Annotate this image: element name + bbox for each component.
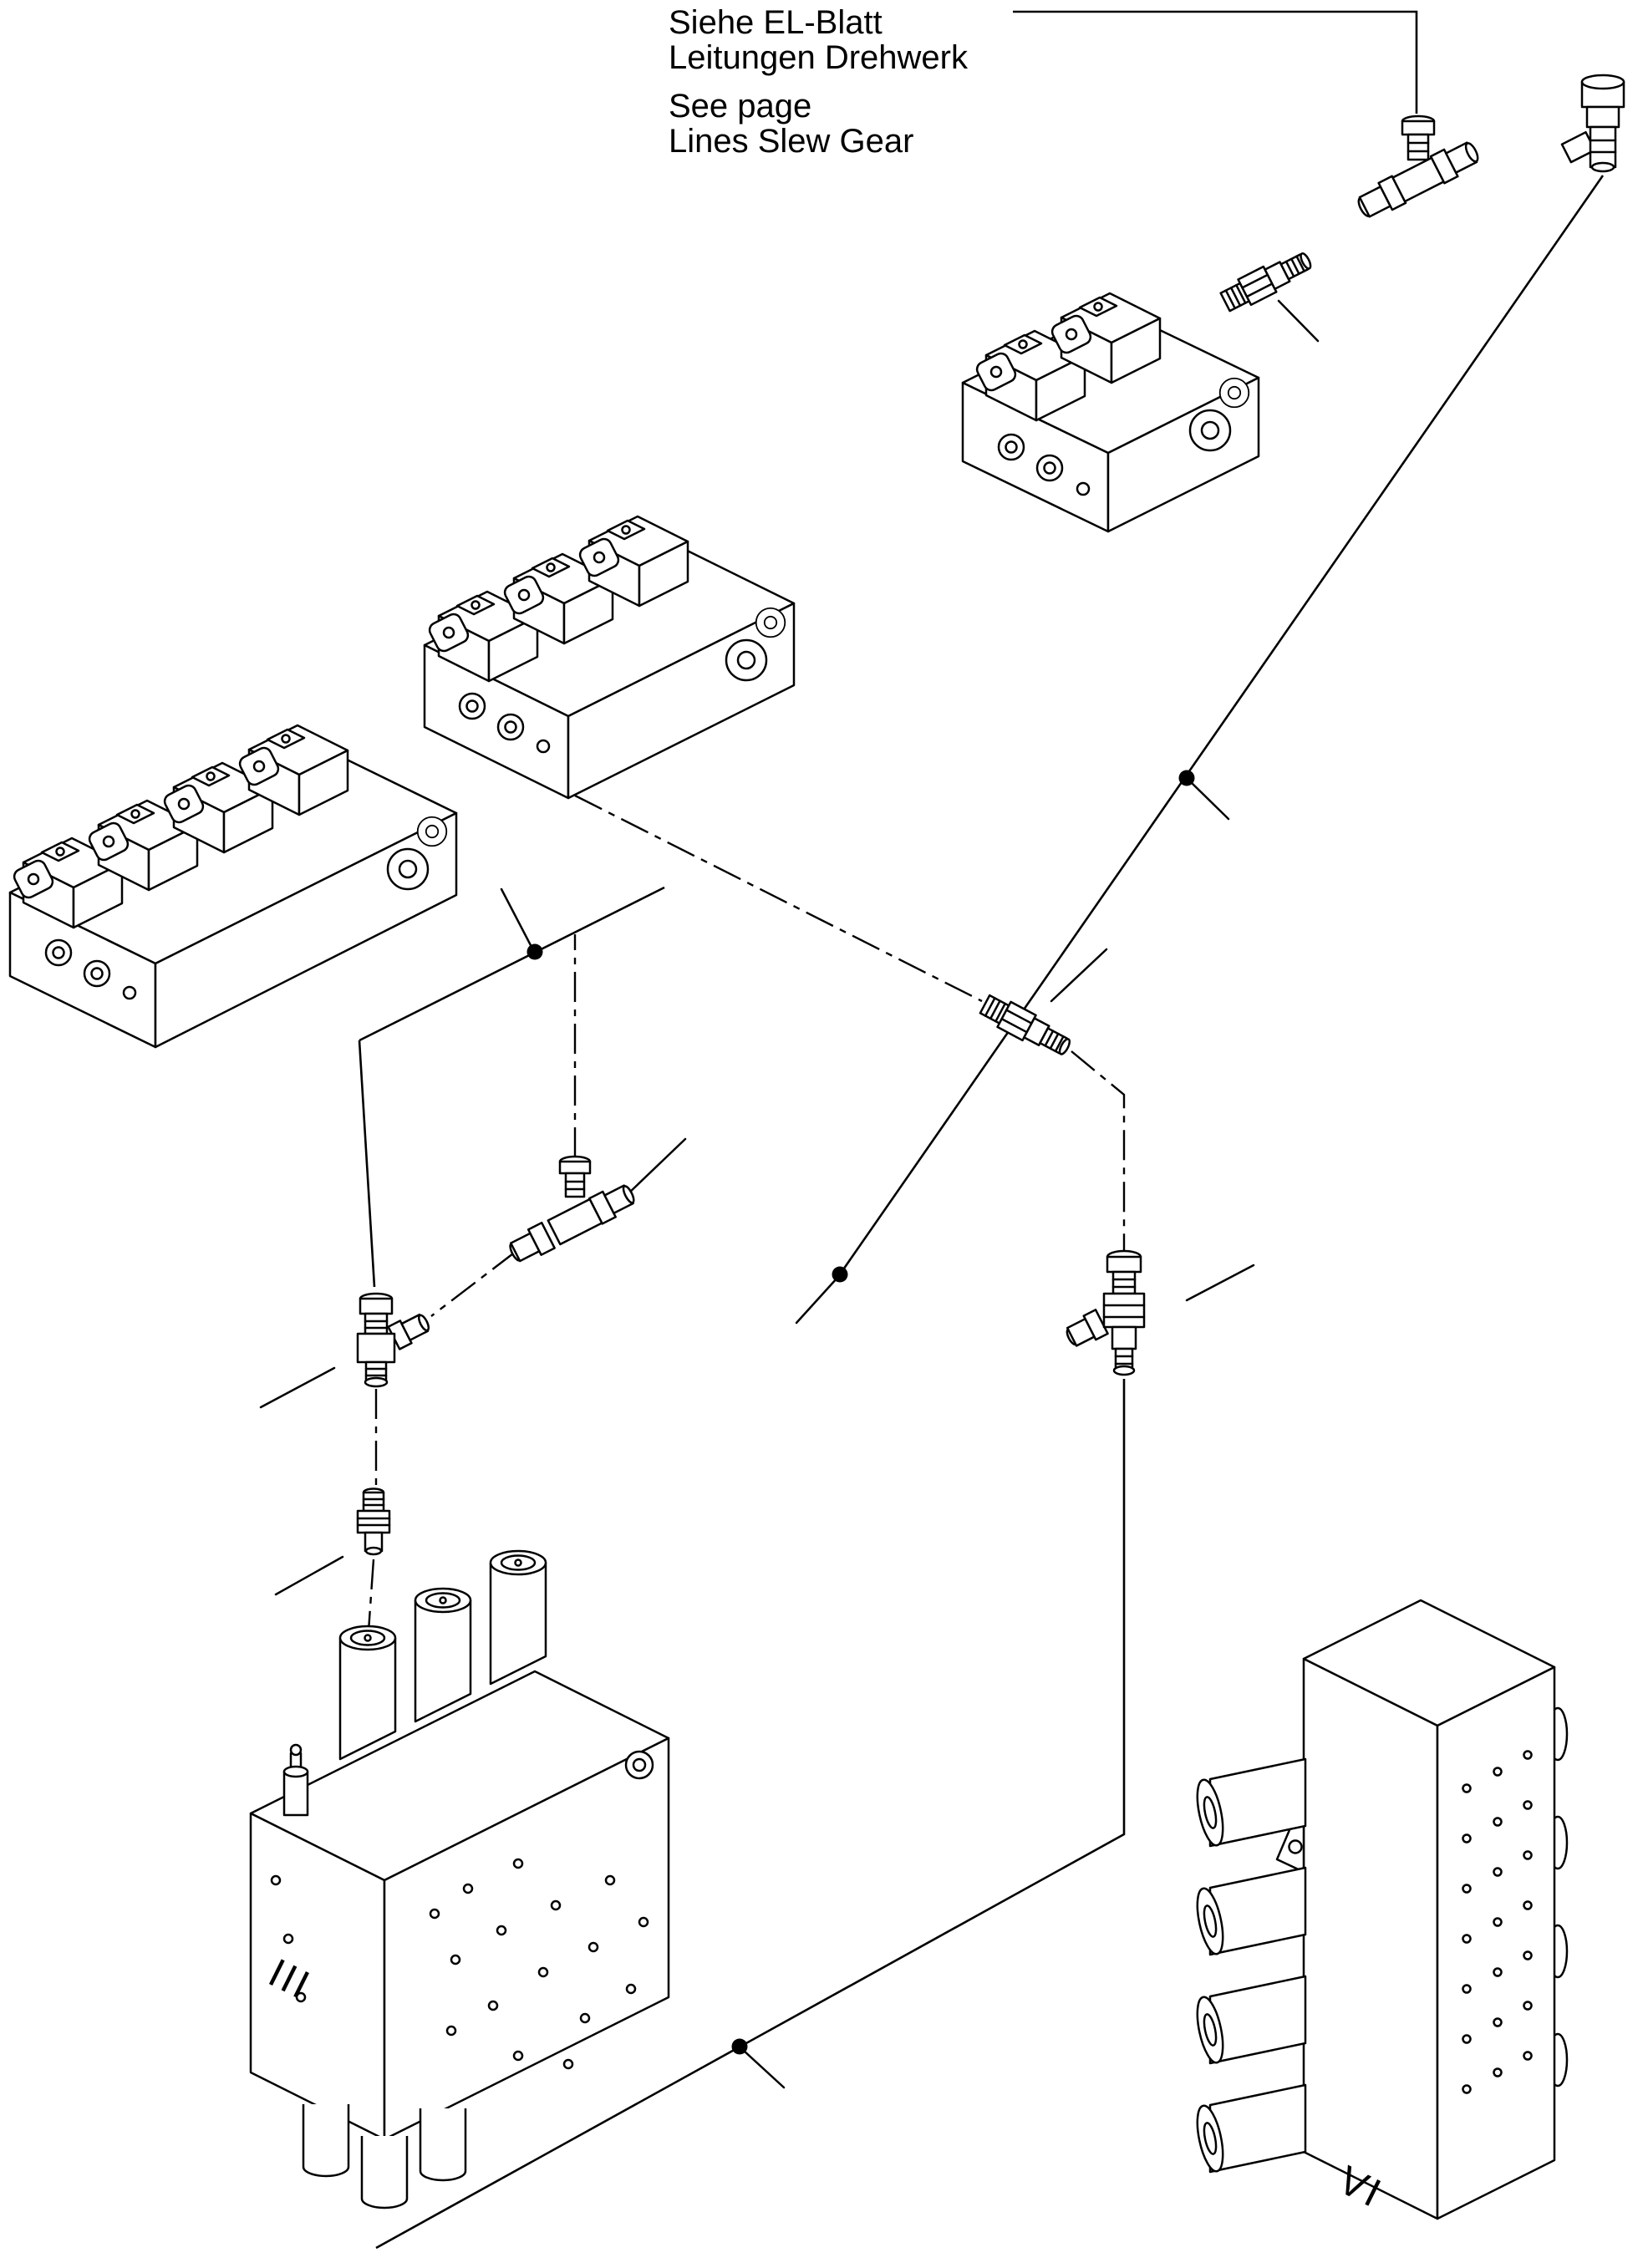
leader-line	[795, 1276, 839, 1325]
junction-markers	[259, 299, 1320, 2089]
annotation-en-line2: Lines Slew Gear	[669, 123, 913, 160]
straight-fitting-left	[356, 1487, 391, 1556]
hose-line-left-diagonal	[359, 886, 665, 1042]
annotation-leader-line	[1013, 10, 1418, 114]
centerline-fitting-to-tee-right	[1071, 1050, 1126, 1250]
leader-line-tee-center	[625, 1137, 687, 1197]
valve-spool-cylinder	[1196, 2083, 1307, 2174]
hydraulic-port	[1035, 454, 1064, 482]
hydraulic-port	[997, 433, 1025, 461]
centerline-assembly-to-fitting	[574, 794, 983, 1003]
hydraulic-port	[496, 713, 525, 741]
leader-line-fitting-center	[1050, 948, 1108, 1003]
valve-spool-cylinder	[1196, 1975, 1307, 2065]
bottom-port-stub	[302, 2104, 467, 2210]
tee-fitting-left	[356, 1292, 430, 1388]
tee-fitting-right	[1066, 1249, 1146, 1376]
straight-fitting-top	[1218, 246, 1316, 316]
hose-line-bottom-run	[375, 1379, 1126, 2250]
hose-lines	[358, 10, 1605, 2250]
leader-line-fitting-top	[1277, 299, 1320, 343]
hose-line-left-drop	[358, 1040, 376, 1288]
tee-fitting-top	[1357, 114, 1479, 218]
elbow-fitting-top-right	[1560, 74, 1625, 173]
hose-junction-dot	[526, 943, 543, 960]
valve-spool-cylinder	[1196, 1757, 1307, 1848]
hydraulic-port	[458, 692, 486, 720]
leader-line-tee-right	[1185, 1264, 1255, 1302]
leader-line-tee-left	[259, 1366, 336, 1409]
hydraulic-port	[83, 959, 111, 988]
centerline-tee-center-to-tee-left	[430, 1250, 517, 1317]
solenoid-valve-assembly-2-gang	[961, 292, 1260, 533]
tee-fitting-center	[509, 1155, 635, 1263]
leader-line	[1188, 780, 1230, 821]
leader-line	[741, 2048, 786, 2089]
hydraulic-port	[44, 938, 73, 967]
pilot-valve-cylinder	[414, 1587, 472, 1723]
annotation-en-line1: See page	[669, 88, 811, 125]
solenoid-valve-assembly-3-gang	[423, 515, 796, 800]
leader-line-fitting-left	[274, 1555, 344, 1596]
solenoid-valve-assembly-4-gang	[8, 724, 458, 1049]
annotation-text: Siehe EL-Blatt Leitungen Drehwerk See pa…	[669, 4, 969, 160]
port-detail-dots	[270, 1858, 649, 2070]
port-detail-dots	[1462, 1750, 1533, 2094]
straight-fitting-center	[977, 990, 1076, 1062]
small-side-valve	[282, 1743, 309, 1817]
centerline-to-block-iii	[367, 1559, 375, 1632]
hose-line-from-elbow	[838, 175, 1605, 1275]
valve-block-iii: III	[249, 1549, 670, 2210]
pilot-valve-cylinder	[489, 1549, 547, 1686]
annotation-de-line2: Leitungen Drehwerk	[669, 39, 969, 76]
pilot-valve-cylinder	[338, 1625, 397, 1761]
leader-line	[500, 887, 534, 950]
valve-block-vi: VI	[1196, 1599, 1569, 2220]
annotation-de-line1: Siehe EL-Blatt	[669, 4, 883, 41]
valve-spool-cylinder	[1196, 1866, 1307, 1956]
